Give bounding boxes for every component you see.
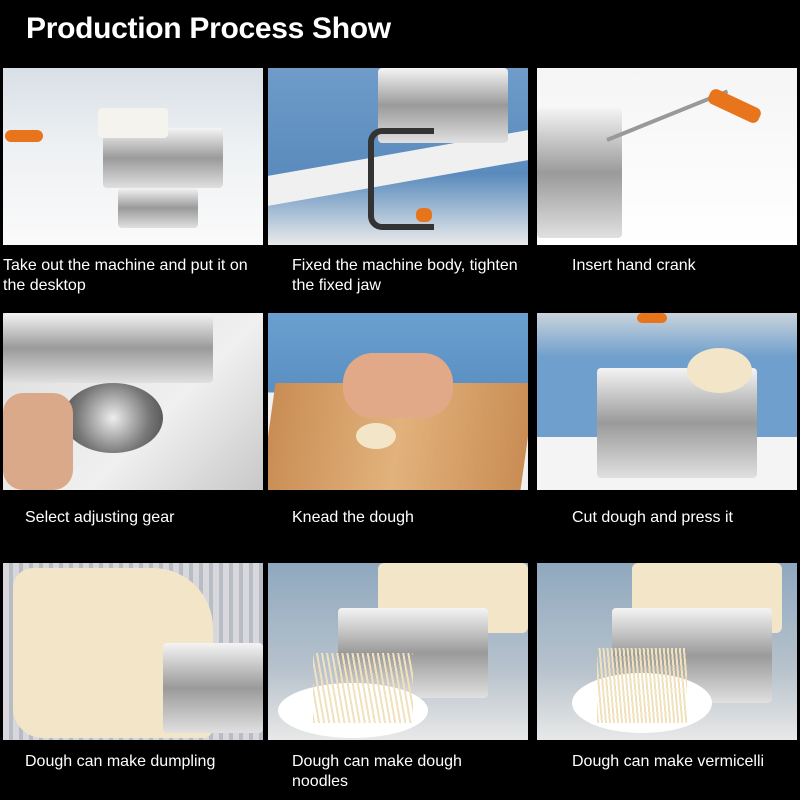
step-9-photo (537, 563, 797, 740)
step-3-caption: Insert hand crank (572, 257, 696, 274)
step-5-caption: Knead the dough (292, 509, 414, 526)
step-7-caption: Dough can make dumpling (25, 753, 216, 770)
step-6-caption: Cut dough and press it (572, 509, 733, 526)
page-title: Production Process Show (26, 12, 391, 45)
step-5-photo (268, 313, 528, 490)
step-2-caption: Fixed the machine body, tighten the fixe… (292, 257, 518, 294)
step-8-photo (268, 563, 528, 740)
step-4-photo (3, 313, 263, 490)
step-4-caption: Select adjusting gear (25, 509, 175, 526)
step-1-caption: Take out the machine and put it on the d… (3, 257, 248, 294)
step-8-caption: Dough can make dough noodles (292, 753, 462, 790)
step-9-caption: Dough can make vermicelli (572, 753, 765, 770)
step-1-photo (3, 68, 263, 245)
step-7-photo (3, 563, 263, 740)
step-3-photo (537, 68, 797, 245)
step-6-photo (537, 313, 797, 490)
step-2-photo (268, 68, 528, 245)
